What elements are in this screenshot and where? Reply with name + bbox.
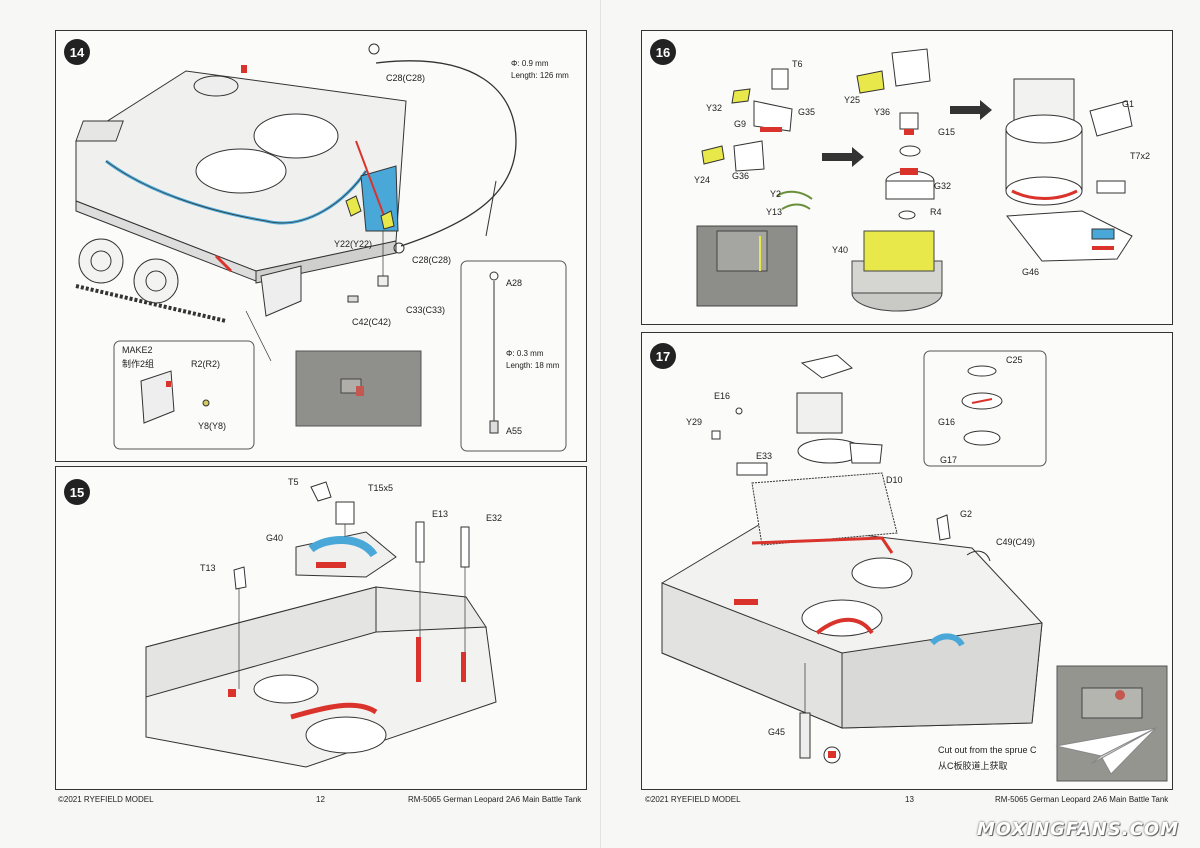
label-g36: G36 <box>732 171 750 181</box>
step-16-panel: 16 <box>641 30 1173 325</box>
label-e13: E13 <box>432 509 449 519</box>
label-c28-bottom: C28(C28) <box>412 255 452 265</box>
left-footer-copyright: ©2021 RYEFIELD MODEL <box>58 795 154 804</box>
step-16-drawing <box>696 48 1133 312</box>
label-y36: Y36 <box>874 107 891 117</box>
step-14-number: 14 <box>64 39 90 65</box>
label-cut-en: Cut out from the sprue C <box>938 745 1037 755</box>
step-15-drawing <box>145 481 497 768</box>
label-r4: R4 <box>930 207 942 217</box>
label-c49: C49(C49) <box>996 537 1036 547</box>
step-15-number: 15 <box>64 479 90 505</box>
label-make2-cn: 制作2组 <box>122 359 155 369</box>
label-y29: Y29 <box>686 417 703 427</box>
label-cut-cn: 从C板胶道上获取 <box>938 761 1008 771</box>
label-wire2-length: Length: 18 mm <box>506 361 560 370</box>
label-y13: Y13 <box>766 207 783 217</box>
label-g32: G32 <box>934 181 952 191</box>
label-t7: T7x2 <box>1130 151 1151 161</box>
label-d10: D10 <box>886 475 903 485</box>
step-14-drawing <box>75 43 567 452</box>
label-e33: E33 <box>756 451 773 461</box>
label-c25: C25 <box>1006 355 1023 365</box>
left-footer-page: 12 <box>316 795 325 804</box>
label-g17: G17 <box>940 455 958 465</box>
label-t6: T6 <box>792 59 803 69</box>
step-17-drawing <box>661 350 1168 782</box>
label-a55: A55 <box>506 426 523 436</box>
label-y40: Y40 <box>832 245 849 255</box>
label-c33: C33(C33) <box>406 305 446 315</box>
label-y2: Y2 <box>770 189 782 199</box>
label-make2: MAKE2 <box>122 345 153 355</box>
right-footer-copyright: ©2021 RYEFIELD MODEL <box>645 795 741 804</box>
label-y24: Y24 <box>694 175 711 185</box>
label-g45: G45 <box>768 727 786 737</box>
label-y32: Y32 <box>706 103 723 113</box>
label-e16: E16 <box>714 391 731 401</box>
label-c28-top: C28(C28) <box>386 73 426 83</box>
step-14-panel: 14 <box>55 30 587 462</box>
right-page: 16 <box>600 0 1200 848</box>
watermark-text: MOXINGFANS.COM <box>976 819 1179 840</box>
label-g16: G16 <box>938 417 956 427</box>
label-g15: G15 <box>938 127 956 137</box>
label-g46: G46 <box>1022 267 1040 277</box>
label-y25: Y25 <box>844 95 861 105</box>
right-footer-title: RM-5065 German Leopard 2A6 Main Battle T… <box>995 795 1169 804</box>
left-page: 14 <box>55 30 587 804</box>
label-t5: T5 <box>288 477 299 487</box>
label-t15: T15x5 <box>368 483 394 493</box>
label-g9: G9 <box>734 119 747 129</box>
step-17-panel: 17 <box>641 332 1173 790</box>
label-wire2-spec: Φ: 0.3 mm <box>506 349 544 358</box>
label-wire1-spec: Φ: 0.9 mm <box>511 59 549 68</box>
label-g2: G2 <box>960 509 973 519</box>
step-15-panel: 15 T5 T15x5 <box>55 466 587 790</box>
label-r2: R2(R2) <box>191 359 221 369</box>
label-e32: E32 <box>486 513 503 523</box>
left-footer-title: RM-5065 German Leopard 2A6 Main Battle T… <box>408 795 582 804</box>
label-g1: G1 <box>1122 99 1135 109</box>
right-footer-page: 13 <box>905 795 914 804</box>
label-c42: C42(C42) <box>352 317 392 327</box>
watermark-logo-icon <box>1055 727 1158 775</box>
label-g40: G40 <box>266 533 284 543</box>
step-17-number: 17 <box>650 343 676 369</box>
label-a28: A28 <box>506 278 523 288</box>
step-16-number: 16 <box>650 39 676 65</box>
label-g35: G35 <box>798 107 816 117</box>
label-t13: T13 <box>200 563 216 573</box>
label-y22: Y22(Y22) <box>334 239 373 249</box>
label-y8: Y8(Y8) <box>198 421 227 431</box>
label-wire1-length: Length: 126 mm <box>511 71 569 80</box>
